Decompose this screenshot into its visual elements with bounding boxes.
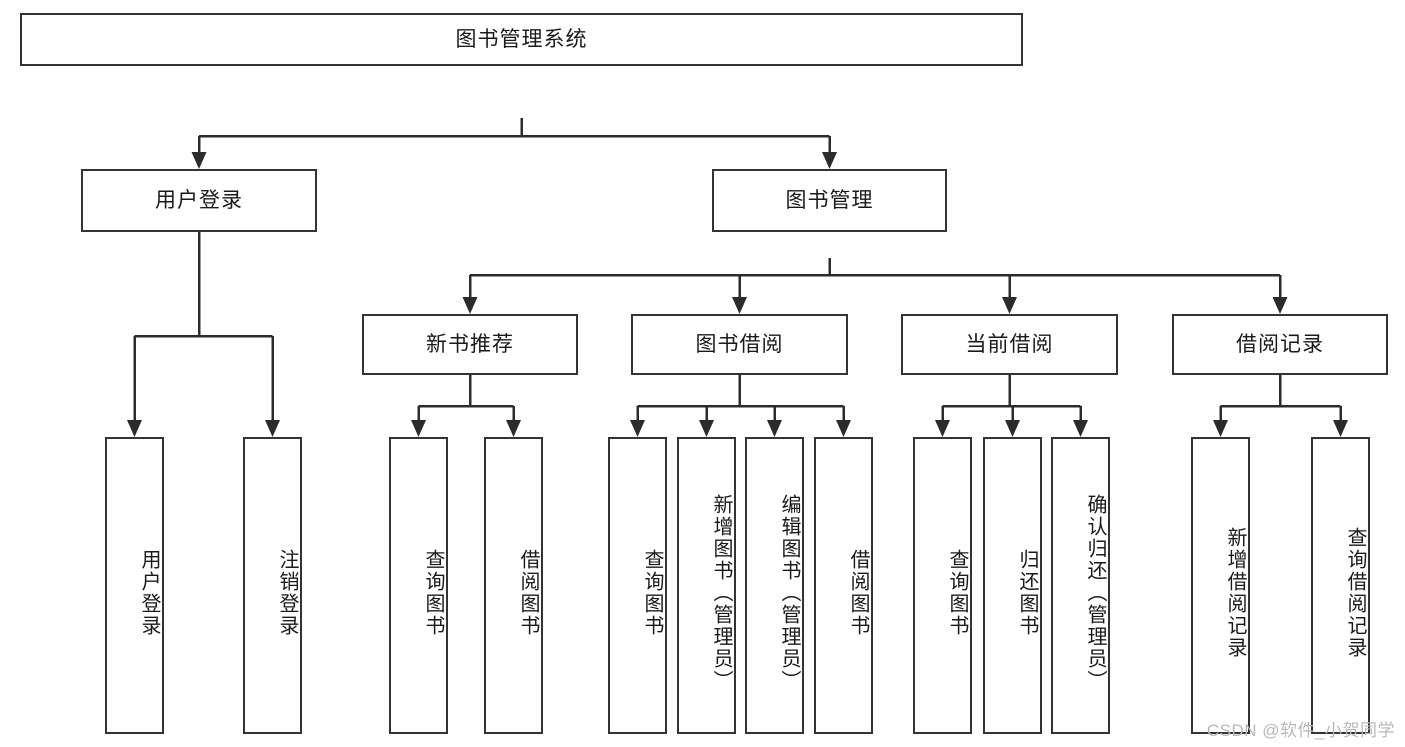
arrowhead-leaf-2: [265, 420, 280, 437]
node-leaf-12[interactable]: 新增借阅记录: [1191, 437, 1250, 734]
node-label: 借阅图书: [847, 548, 869, 637]
node-label: 借阅图书: [517, 548, 539, 637]
node-bookmgmt[interactable]: 图书管理: [712, 169, 947, 232]
node-leaf-9[interactable]: 查询图书: [913, 437, 972, 734]
arrowhead-leaf-7: [767, 420, 782, 437]
arrowhead-leaf-6: [699, 420, 714, 437]
node-login[interactable]: 用户登录: [81, 169, 317, 232]
arrowhead-leaf-10: [1005, 420, 1020, 437]
node-label: 归还图书: [1016, 548, 1038, 637]
node-leaf-11[interactable]: 确认归还（管理员）: [1051, 437, 1110, 734]
node-leaf-2[interactable]: 注销登录: [243, 437, 302, 734]
node-label: 查询图书: [641, 548, 663, 637]
node-label: 图书管理: [785, 188, 874, 212]
node-label: 确认归还（管理员）: [1084, 493, 1106, 692]
node-leaf-3[interactable]: 查询图书: [389, 437, 448, 734]
node-label: 新增图书（管理员）: [710, 493, 732, 692]
node-records[interactable]: 借阅记录: [1172, 314, 1388, 375]
node-current[interactable]: 当前借阅: [901, 314, 1118, 375]
arrowhead-leaf-3: [411, 420, 426, 437]
node-label: 查询图书: [422, 548, 444, 637]
node-borrow[interactable]: 图书借阅: [631, 314, 848, 375]
arrowhead-leaf-4: [506, 420, 521, 437]
arrowhead-leaf-1: [127, 420, 142, 437]
node-leaf-1[interactable]: 用户登录: [105, 437, 164, 734]
arrowhead-leaf-13: [1333, 420, 1348, 437]
arrowhead-leaf-9: [935, 420, 950, 437]
node-leaf-10[interactable]: 归还图书: [983, 437, 1042, 734]
node-label: 用户登录: [138, 548, 160, 637]
node-leaf-4[interactable]: 借阅图书: [484, 437, 543, 734]
arrowhead-borrow: [732, 297, 747, 314]
node-label: 借阅记录: [1236, 332, 1324, 356]
arrowhead-bookmgmt: [822, 152, 837, 169]
arrowhead-leaf-12: [1213, 420, 1228, 437]
node-label: 查询借阅记录: [1344, 526, 1366, 659]
node-leaf-8[interactable]: 借阅图书: [814, 437, 873, 734]
node-label: 当前借阅: [965, 332, 1054, 356]
arrowhead-records: [1272, 297, 1288, 314]
node-label: 新书推荐: [426, 332, 514, 356]
node-leaf-6[interactable]: 新增图书（管理员）: [677, 437, 736, 734]
node-label: 编辑图书（管理员）: [778, 493, 800, 692]
watermark: CSDN @软件_小贺同学: [1206, 721, 1395, 740]
node-label: 查询图书: [946, 548, 968, 637]
node-leaf-5[interactable]: 查询图书: [608, 437, 667, 734]
arrowhead-newbooks: [462, 297, 478, 314]
node-label: 用户登录: [155, 188, 243, 212]
arrowhead-leaf-5: [630, 420, 645, 437]
arrowhead-login: [191, 152, 207, 169]
node-newbooks[interactable]: 新书推荐: [362, 314, 578, 375]
node-label: 新增借阅记录: [1224, 526, 1246, 659]
arrowhead-leaf-11: [1073, 420, 1088, 437]
node-label: 图书借阅: [695, 332, 784, 356]
node-root[interactable]: 图书管理系统: [20, 13, 1023, 66]
node-label: 图书管理系统: [455, 27, 588, 51]
node-leaf-7[interactable]: 编辑图书（管理员）: [745, 437, 804, 734]
node-label: 注销登录: [276, 548, 298, 637]
arrowhead-current: [1002, 297, 1017, 314]
arrowhead-leaf-8: [836, 420, 851, 437]
node-leaf-13[interactable]: 查询借阅记录: [1311, 437, 1370, 734]
